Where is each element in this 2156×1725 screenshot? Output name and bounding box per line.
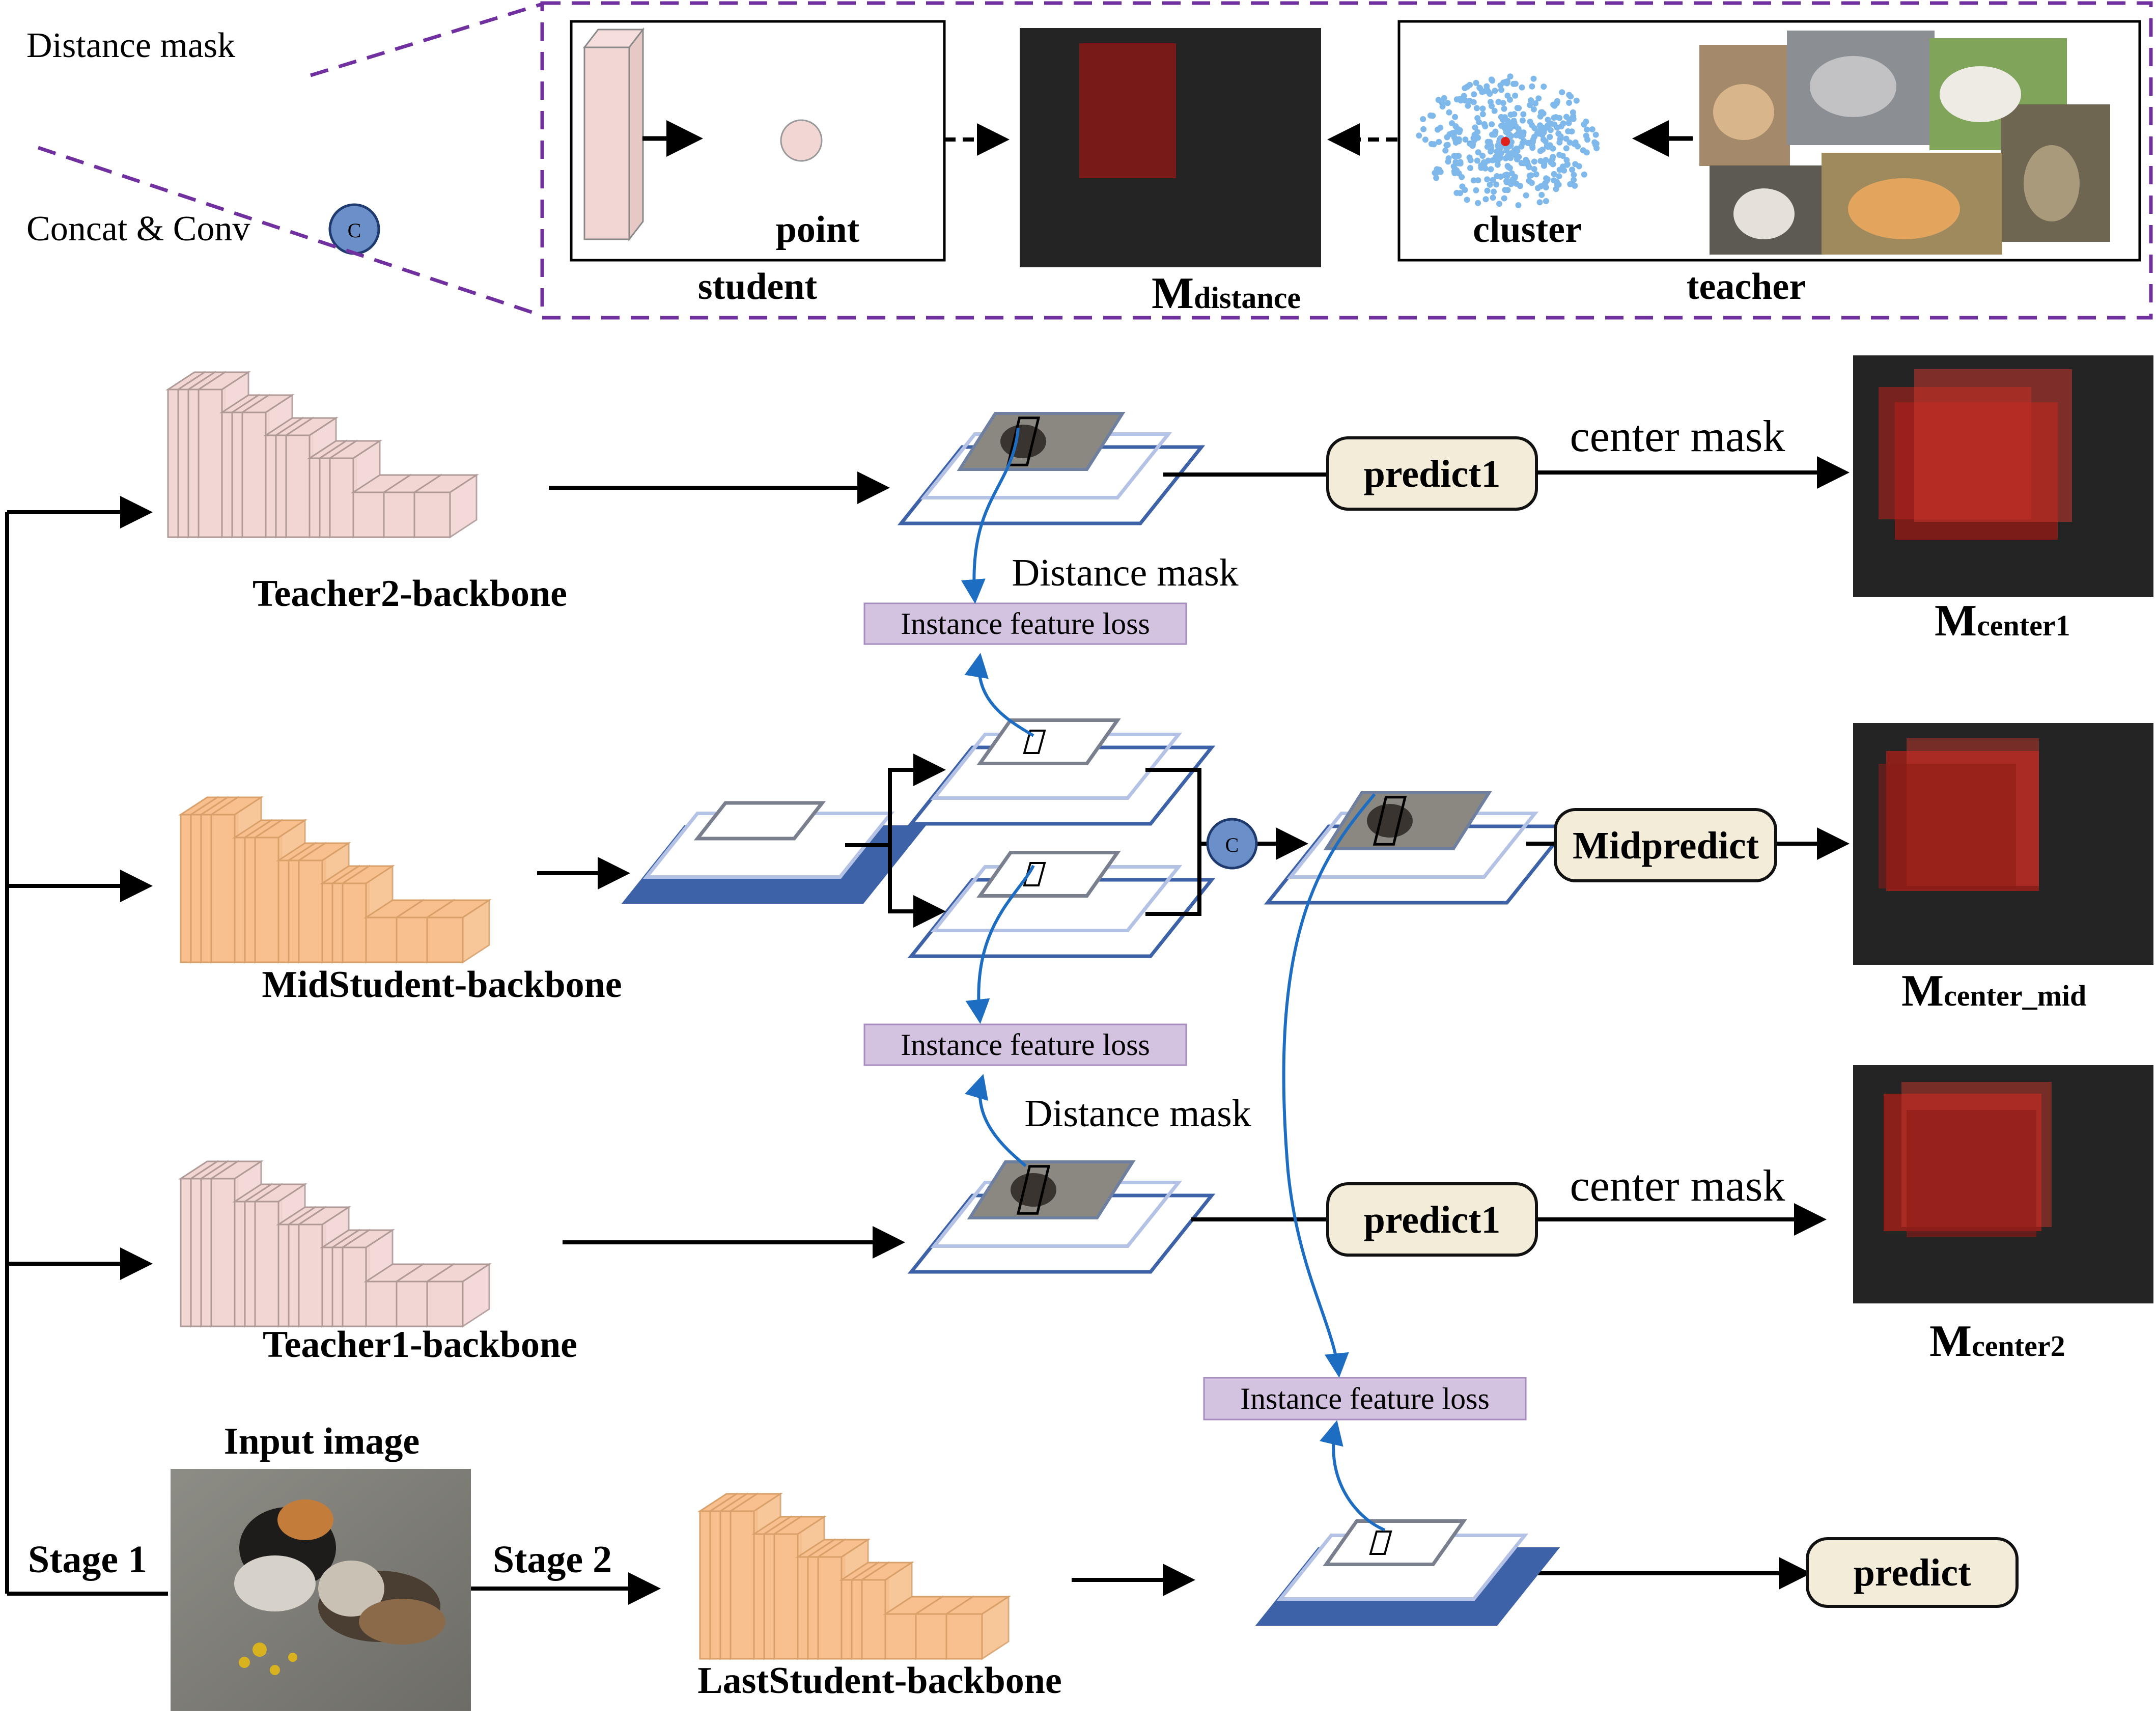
- input-image: [171, 1469, 471, 1711]
- svg-text:Instance feature loss: Instance feature loss: [1240, 1382, 1490, 1415]
- svg-text:C: C: [1225, 833, 1239, 856]
- distance-mask-mid-label: Distance mask: [1024, 1092, 1251, 1135]
- concat-icon: C: [1206, 818, 1258, 870]
- inset-student-panel: point: [570, 20, 946, 262]
- svg-text:Instance feature loss: Instance feature loss: [901, 607, 1150, 641]
- teacher1-backbone-label: Teacher1-backbone: [263, 1324, 577, 1366]
- branch-a-feature-stack: [907, 718, 1216, 826]
- inset-point-label: point: [776, 209, 860, 251]
- forward-arrows: [537, 471, 1811, 1596]
- m-center1-label: Mcenter1: [1935, 596, 2070, 646]
- instance-feature-loss-2: Instance feature loss: [863, 1023, 1187, 1066]
- m-center2-image: [1853, 1065, 2153, 1303]
- svg-text:Midpredict: Midpredict: [1573, 824, 1759, 867]
- midstudent-backbone-label: MidStudent-backbone: [262, 964, 622, 1006]
- inset-m-distance-label: Mdistance: [1152, 269, 1301, 318]
- legend-concat-conv: Concat & Conv: [26, 209, 250, 248]
- midstudent-backbone-icon: [178, 796, 492, 964]
- branch-b-feature-stack: [907, 851, 1216, 958]
- point-icon: [780, 119, 823, 162]
- teacher2-backbone-label: Teacher2-backbone: [253, 573, 567, 615]
- input-image-label: Input image: [224, 1421, 419, 1462]
- center-mask-bottom-label: center mask: [1570, 1161, 1785, 1211]
- laststudent-feature-stack: [1255, 1519, 1560, 1626]
- midstudent-feature-stack: [621, 801, 927, 904]
- legend-distance-mask: Distance mask: [26, 26, 235, 65]
- m-center2-label: Mcenter2: [1929, 1317, 2065, 1366]
- m-center-mid-label: Mcenter_mid: [1901, 966, 2086, 1016]
- inset-student-label: student: [698, 266, 818, 308]
- laststudent-backbone-icon: [697, 1492, 1012, 1660]
- inset-m-distance-image: [1020, 28, 1321, 267]
- predict-box: predict: [1806, 1537, 2019, 1608]
- inset-callout: [37, 1, 2153, 320]
- inset-teacher-label: teacher: [1687, 266, 1806, 308]
- loss-flow-arrows: [961, 427, 1386, 1532]
- stage2-label: Stage 2: [493, 1538, 612, 1581]
- teacher2-backbone-icon: [165, 371, 480, 539]
- svg-text:predict1: predict1: [1364, 1199, 1501, 1241]
- laststudent-backbone-label: LastStudent-backbone: [697, 1660, 1062, 1702]
- cat-photos: [1699, 31, 2110, 255]
- svg-text:predict1: predict1: [1364, 453, 1501, 495]
- svg-text:C: C: [348, 219, 361, 242]
- instance-feature-loss-1: Instance feature loss: [863, 602, 1187, 645]
- input-bus: [5, 496, 168, 1596]
- inset-cluster-label: cluster: [1473, 209, 1582, 251]
- merged-feature-stack: [1264, 791, 1572, 905]
- instance-feature-loss-3: Instance feature loss: [1203, 1377, 1527, 1421]
- m-center-mid-image: [1853, 723, 2153, 965]
- branch-lines: [845, 754, 1850, 928]
- cluster-icon: [1416, 73, 1600, 208]
- svg-text:Instance feature loss: Instance feature loss: [901, 1028, 1150, 1062]
- inset-teacher-panel: cluster: [1397, 20, 2141, 262]
- distance-mask-top-label: Distance mask: [1012, 551, 1238, 594]
- predict1-bottom-box: predict1: [1326, 1182, 1538, 1257]
- stage1-label: Stage 1: [28, 1538, 147, 1581]
- svg-text:predict: predict: [1854, 1551, 1971, 1594]
- teacher2-feature-stack: [897, 412, 1206, 525]
- m-center1-image: [1853, 355, 2153, 597]
- predict1-top-box: predict1: [1326, 436, 1538, 511]
- teacher1-feature-stack: [907, 1160, 1216, 1274]
- legend-concat-icon: C: [328, 203, 380, 255]
- teacher1-backbone-icon: [178, 1160, 492, 1328]
- midpredict-box: Midpredict: [1554, 808, 1777, 882]
- center-mask-top-label: center mask: [1570, 412, 1785, 461]
